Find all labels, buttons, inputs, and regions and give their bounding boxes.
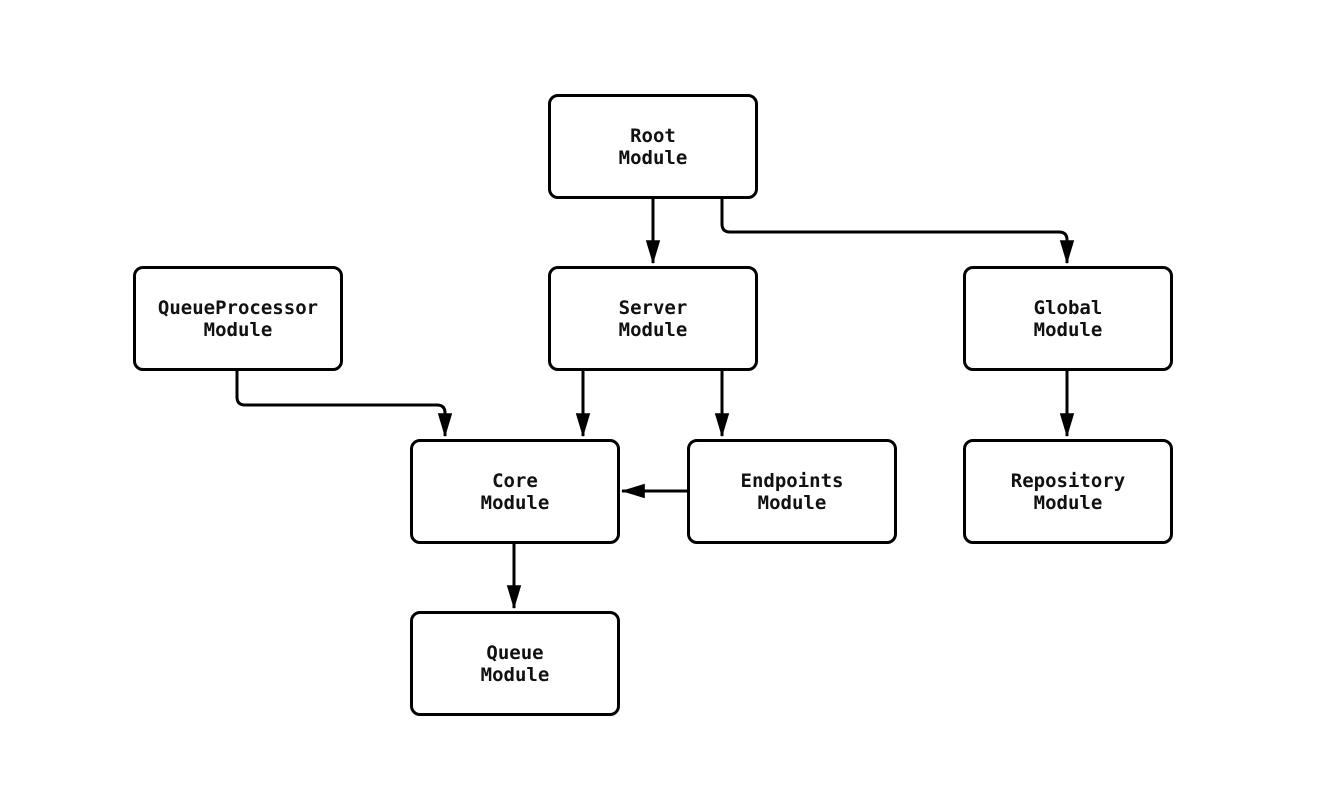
node-repository-module-label: Repository Module bbox=[1010, 469, 1126, 514]
node-endpoints-module-label: Endpoints Module bbox=[740, 469, 844, 514]
node-global-module: Global Module bbox=[963, 266, 1173, 371]
node-core-module-label: Core Module bbox=[480, 469, 550, 514]
edge-root-to-global bbox=[720, 198, 1075, 265]
node-root-module: Root Module bbox=[548, 94, 758, 199]
node-queue-module: Queue Module bbox=[410, 611, 620, 716]
node-queueprocessor-module-label: QueueProcessor Module bbox=[157, 296, 319, 341]
edge-queueprocessor-to-core bbox=[235, 371, 453, 438]
node-root-module-label: Root Module bbox=[618, 124, 688, 169]
node-queueprocessor-module: QueueProcessor Module bbox=[133, 266, 343, 371]
node-repository-module: Repository Module bbox=[963, 439, 1173, 544]
node-server-module: Server Module bbox=[548, 266, 758, 371]
node-global-module-label: Global Module bbox=[1033, 296, 1103, 341]
node-queue-module-label: Queue Module bbox=[480, 641, 550, 686]
node-core-module: Core Module bbox=[410, 439, 620, 544]
node-server-module-label: Server Module bbox=[618, 296, 688, 341]
node-endpoints-module: Endpoints Module bbox=[687, 439, 897, 544]
